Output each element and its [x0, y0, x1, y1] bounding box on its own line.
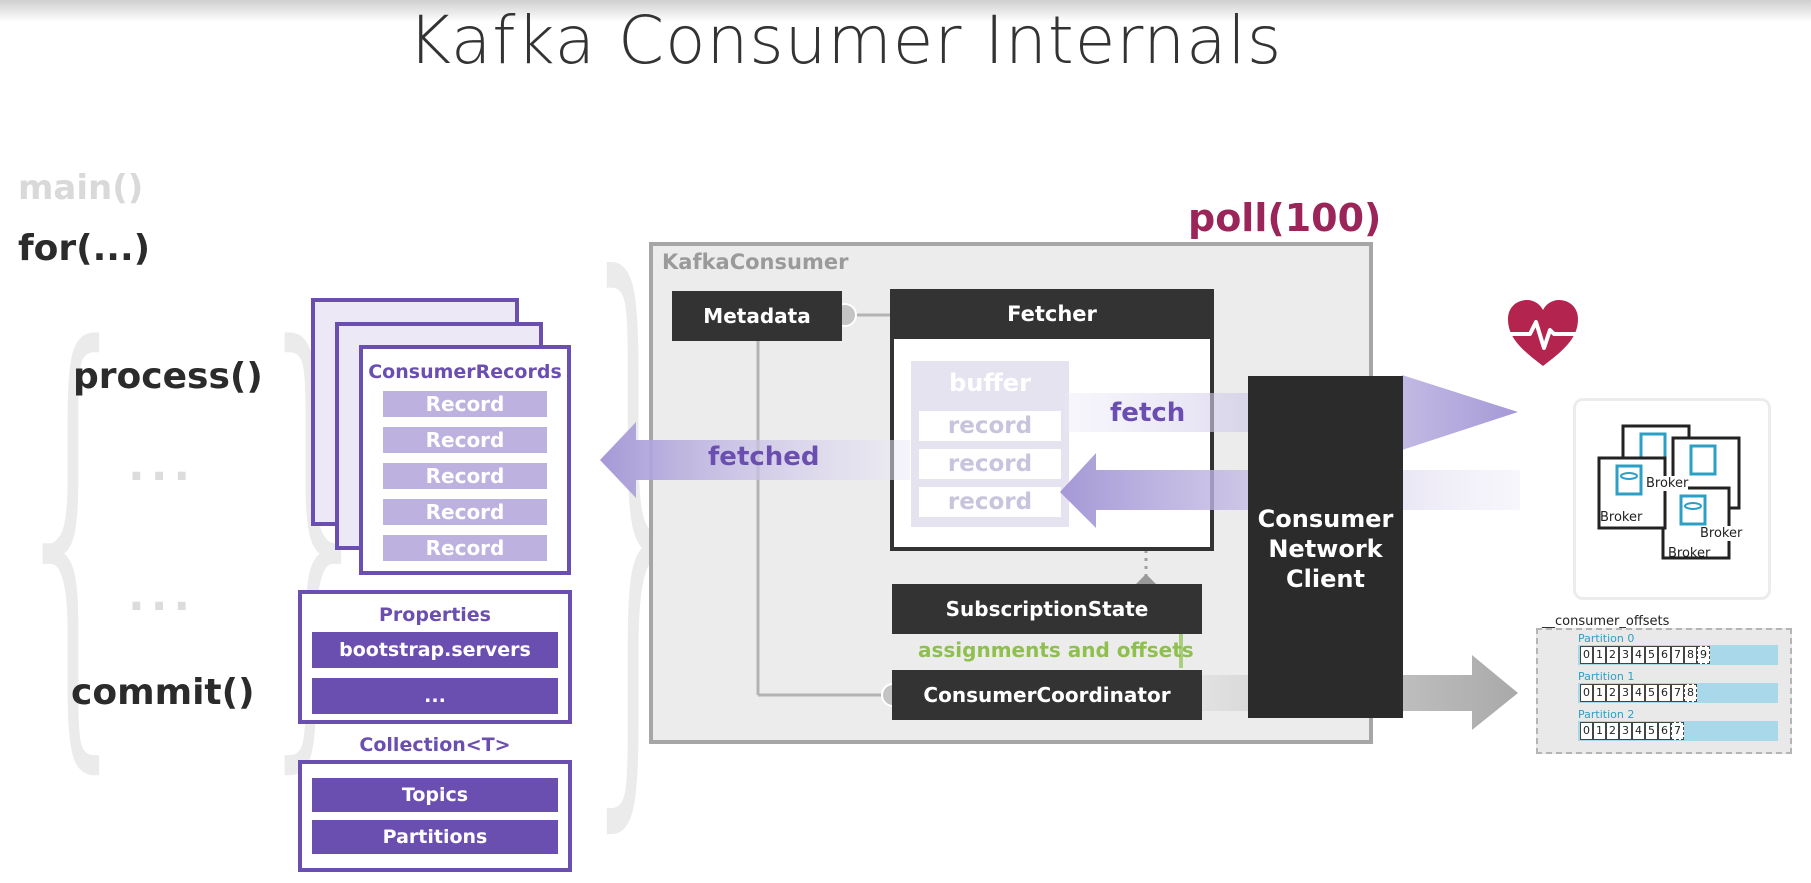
- offset-cell: 2: [1606, 722, 1619, 740]
- buffer-label: buffer: [911, 364, 1069, 402]
- collection-box: Topics Partitions: [298, 760, 572, 872]
- record-item: Record: [383, 499, 547, 525]
- offset-cell: 9: [1697, 646, 1710, 664]
- offset-cell: 3: [1619, 646, 1632, 664]
- consumer-records: ConsumerRecords Record Record Record Rec…: [359, 345, 571, 575]
- ellipsis-1: ...: [128, 440, 197, 491]
- offset-cell: 0: [1580, 646, 1593, 664]
- partition-label: Partition 2: [1578, 708, 1635, 721]
- consumer-coordinator-box: ConsumerCoordinator: [892, 670, 1202, 720]
- for-label: for(...): [18, 228, 151, 269]
- buffer-record: record: [916, 484, 1064, 520]
- network-client-line-3: Client: [1286, 565, 1365, 593]
- properties-box: Properties bootstrap.servers ...: [298, 590, 572, 724]
- collection-topics: Topics: [312, 778, 558, 812]
- offset-cell: 3: [1619, 722, 1632, 740]
- offset-cell: 3: [1619, 684, 1632, 702]
- partition-label: Partition 1: [1578, 670, 1635, 683]
- offset-cell: 6: [1658, 646, 1671, 664]
- record-item: Record: [383, 427, 547, 453]
- offset-cell: 7: [1671, 646, 1684, 664]
- offset-cell: 4: [1632, 646, 1645, 664]
- main-label: main(): [18, 168, 144, 208]
- consumer-network-client: Consumer Network Client: [1248, 376, 1403, 718]
- buffer-record: record: [916, 408, 1064, 444]
- offset-cell: 6: [1658, 684, 1671, 702]
- collection-label: Collection<T>: [359, 734, 511, 756]
- consumer-offsets-label: __consumer_offsets: [1542, 614, 1670, 629]
- property-ellipsis: ...: [312, 678, 558, 714]
- record-item: Record: [383, 391, 547, 417]
- offset-cell: 4: [1632, 684, 1645, 702]
- offset-cell: 2: [1606, 646, 1619, 664]
- subscription-state-box: SubscriptionState: [892, 584, 1202, 634]
- left-brace: {: [6, 252, 144, 811]
- collection-partitions: Partitions: [312, 820, 558, 854]
- fetcher-header: Fetcher: [890, 289, 1214, 339]
- offset-cell: 6: [1658, 722, 1671, 740]
- offset-cell: 1: [1593, 646, 1606, 664]
- assignments-offsets-label: assignments and offsets: [918, 638, 1194, 662]
- record-item: Record: [383, 463, 547, 489]
- fetched-arrow: [600, 422, 910, 498]
- offset-cell: 7: [1671, 684, 1684, 702]
- offset-cell: 1: [1593, 684, 1606, 702]
- offset-cell: 0: [1580, 722, 1593, 740]
- process-label: process(): [73, 356, 263, 397]
- offset-cell: 1: [1593, 722, 1606, 740]
- metadata-box: Metadata: [672, 291, 842, 341]
- broker-icons: [1597, 424, 1741, 560]
- fetched-label: fetched: [708, 442, 820, 472]
- offset-cell: 8: [1684, 646, 1697, 664]
- offset-cell: 2: [1606, 684, 1619, 702]
- network-client-line-2: Network: [1268, 535, 1383, 563]
- properties-label: Properties: [379, 604, 491, 626]
- top-shade: [0, 0, 1811, 22]
- offset-cell: 5: [1645, 684, 1658, 702]
- broker-label: Broker: [1600, 510, 1643, 525]
- property-bootstrap-servers: bootstrap.servers: [312, 632, 558, 668]
- poll-label: poll(100): [1188, 196, 1382, 240]
- offset-cell: 5: [1645, 722, 1658, 740]
- offset-cell: 7: [1671, 722, 1684, 740]
- partition-label: Partition 0: [1578, 632, 1635, 645]
- fetch-label: fetch: [1110, 398, 1186, 428]
- kafka-consumer-label: KafkaConsumer: [662, 250, 849, 274]
- commit-label: commit(): [71, 672, 255, 713]
- offset-cell: 5: [1645, 646, 1658, 664]
- broker-label: Broker: [1646, 476, 1689, 491]
- consumer-records-label: ConsumerRecords: [368, 361, 562, 383]
- broker-label: Broker: [1668, 546, 1711, 561]
- broker-icon: [1661, 486, 1731, 560]
- offset-cell: 0: [1580, 684, 1593, 702]
- network-client-line-1: Consumer: [1257, 505, 1394, 533]
- heartbeat-icon: [1508, 300, 1578, 366]
- buffer-record: record: [916, 446, 1064, 482]
- broker-label: Broker: [1700, 526, 1743, 541]
- offset-cell: 4: [1632, 722, 1645, 740]
- slide-title: Kafka Consumer Internals: [407, 2, 1283, 79]
- offset-cell: 8: [1684, 684, 1697, 702]
- record-item: Record: [383, 535, 547, 561]
- broker-icon: [1597, 456, 1667, 530]
- ellipsis-2: ...: [128, 570, 197, 621]
